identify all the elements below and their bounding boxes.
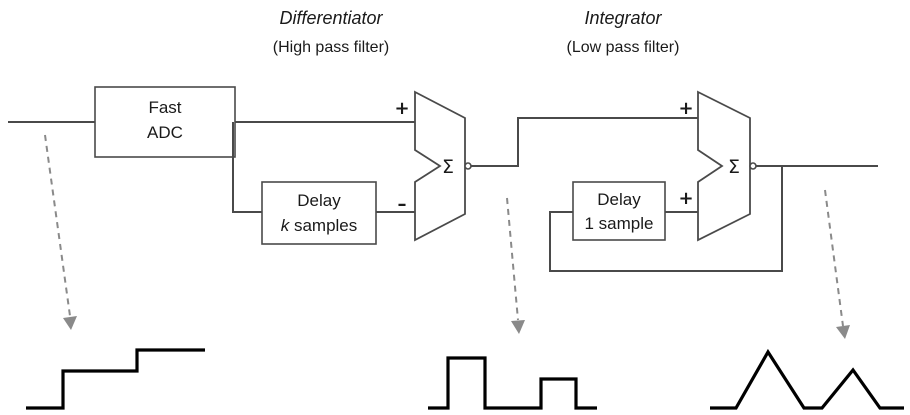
delay-k-block	[261, 181, 377, 245]
waveform-staircase	[26, 348, 205, 410]
differentiator-plus-sign: +	[394, 98, 409, 119]
integrator-plus-sign-bottom: +	[678, 188, 693, 209]
probe-arrowhead-differentiator	[511, 320, 525, 334]
integrator-plus-sign-top: +	[678, 98, 693, 119]
delay-1-label-2: 1 sample	[585, 214, 654, 233]
integrator-output-node	[749, 162, 757, 170]
integrator-title: Integrator	[584, 8, 662, 28]
delay-k-variable: k	[281, 216, 291, 235]
diff-to-integrator-wire	[471, 117, 698, 167]
differentiator-title: Differentiator	[279, 8, 383, 28]
fast-adc-label-2: ADC	[147, 123, 183, 142]
differentiator-output-node	[464, 162, 472, 170]
probe-arrow-integrator	[824, 189, 844, 327]
delay-k-label-1: Delay	[297, 191, 341, 210]
integrator-sum-block	[697, 90, 751, 242]
differentiator-subtitle: (High pass filter)	[273, 39, 389, 56]
probe-arrow-input	[44, 134, 71, 317]
integrator-sigma: Σ	[728, 156, 740, 178]
probe-arrowhead-integrator	[836, 325, 850, 339]
delay-k-label-2: k samples	[281, 216, 358, 235]
delay-1-label-1: Delay	[597, 190, 641, 209]
waveform-triangles	[710, 348, 904, 410]
differentiator-sigma: Σ	[442, 156, 454, 178]
probe-arrow-differentiator	[506, 197, 519, 321]
probe-arrowhead-input	[63, 316, 77, 330]
differentiator-minus-sign: –	[398, 194, 407, 215]
differentiator-sum-block	[414, 90, 466, 242]
fast-adc-label-1: Fast	[148, 98, 181, 117]
adc-to-delay-k-wire	[232, 122, 262, 213]
waveform-pulses	[428, 356, 597, 410]
integrator-subtitle: (Low pass filter)	[567, 39, 680, 56]
feedback-loop-wire	[549, 166, 783, 272]
delay-k-unit: samples	[289, 216, 357, 235]
